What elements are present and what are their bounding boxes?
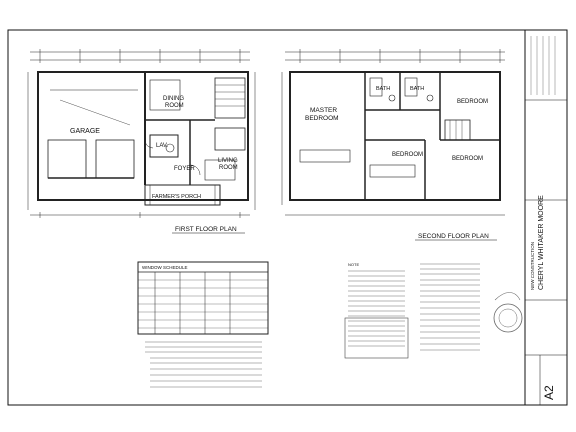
title-block [524, 30, 567, 405]
notes-block [344, 263, 480, 359]
room-label-bath-2: BATH [410, 86, 424, 92]
second-floor-plan [281, 49, 505, 216]
room-label-bedroom-lower: BEDROOM [452, 156, 483, 162]
room-label-bedroom-center: BEDROOM [392, 152, 423, 158]
second-floor-title: SECOND FLOOR PLAN [418, 233, 489, 240]
room-label-bedroom-right: BEDROOM [457, 99, 488, 105]
notes-heading: NOTE [348, 262, 359, 267]
room-label-lav: LAV. [156, 143, 168, 149]
sheet-number: A2 [542, 385, 556, 400]
first-floor-plan [27, 49, 256, 218]
room-label-foyer: FOYER [174, 166, 195, 172]
project-label: NEW CONSTRUCTION [530, 242, 535, 290]
sheet-border [7, 29, 568, 406]
first-floor-title: FIRST FLOOR PLAN [175, 226, 237, 233]
window-schedule-title: WINDOW SCHEDULE [142, 265, 188, 270]
firm-name: CHERYL WHITAKER MOORE [538, 195, 545, 290]
general-notes-left [145, 341, 262, 388]
room-label-bath-1: BATH [376, 86, 390, 92]
window-schedule-table [137, 261, 269, 335]
room-label-farmers-porch: FARMER'S PORCH [152, 194, 201, 200]
engineer-seal [493, 292, 523, 333]
room-label-garage: GARAGE [70, 128, 100, 135]
